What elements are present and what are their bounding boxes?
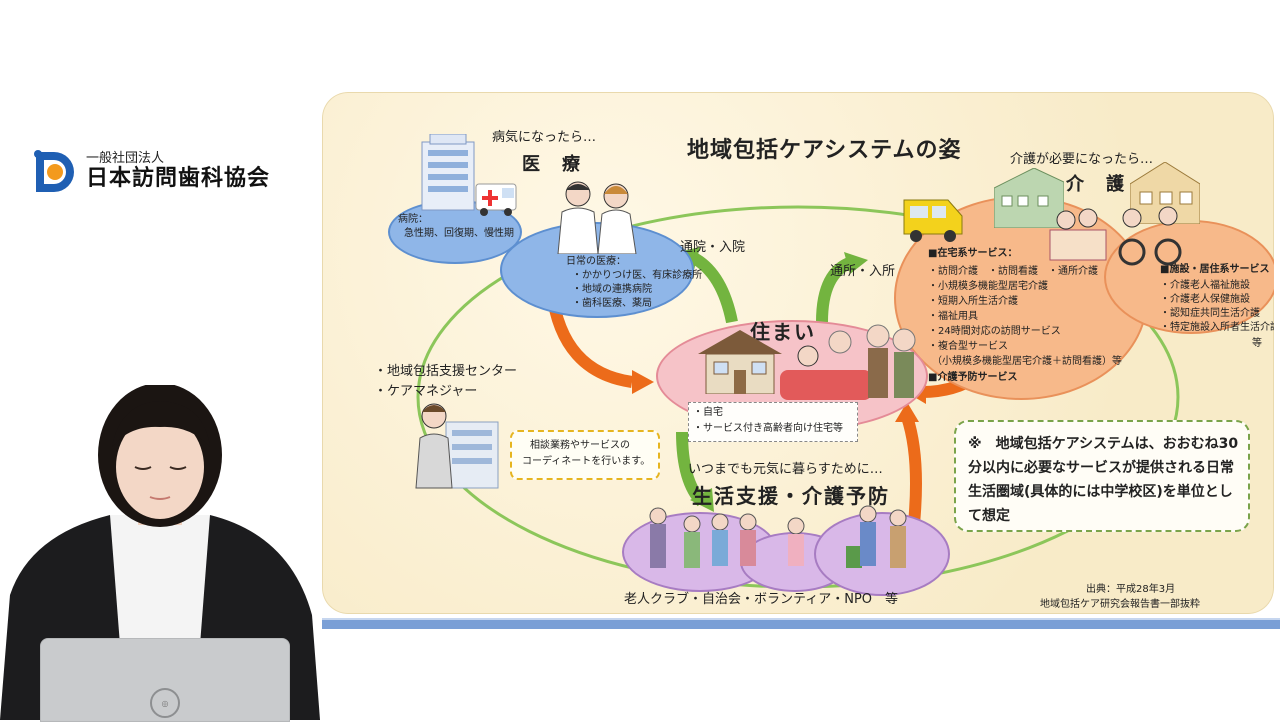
- logo-mark-icon: [34, 150, 78, 194]
- care-facility-building-icon: [993, 167, 1065, 232]
- nursing-home-building-icon: [1129, 161, 1201, 228]
- care-manager-label: ・ケアマネジャー: [374, 384, 478, 399]
- home-service-3: ・短期入所生活介護: [928, 296, 1018, 307]
- doctors-icon: [550, 178, 646, 258]
- facility-service-5: 等: [1252, 338, 1262, 349]
- daily-medical-item-2: ・地域の連携病院: [572, 284, 652, 295]
- home-service-8: ■介護予防サービス: [928, 372, 1018, 383]
- slide-bottom-bar: [322, 620, 1280, 629]
- hospital-label: 病院：: [398, 214, 428, 225]
- care-van-icon: [900, 190, 966, 246]
- facility-service-1: ・介護老人福祉施設: [1160, 280, 1250, 291]
- care-area-note: ※ 地域包括ケアシステムは、おおむね30分以内に必要なサービスが提供される日常生…: [954, 420, 1250, 532]
- family-icon: [778, 318, 922, 412]
- home-service-1: ・訪問介護 ・訪問看護 ・通所介護: [928, 266, 1098, 277]
- house-icon: [698, 330, 782, 398]
- org-logo: 一般社団法人 日本訪問歯科協会: [34, 150, 270, 194]
- support-center-label: ・地域包括支援センター: [374, 364, 518, 379]
- slide-bottom-highlight: [322, 618, 1280, 620]
- coordinate-note-0: 相談業務やサービスの: [530, 440, 630, 451]
- facility-service-2: ・介護老人保健施設: [1160, 294, 1250, 305]
- care-area-note-text: ※ 地域包括ケアシステムは、おおむね30分以内に必要なサービスが提供される日常生…: [968, 436, 1239, 524]
- facility-service-3: ・認知症共同生活介護: [1160, 308, 1260, 319]
- ambulance-icon: [474, 176, 518, 222]
- home-service-0: ■在宅系サービス：: [928, 248, 1018, 259]
- life-support-pre: いつまでも元気に暮らすために…: [688, 462, 883, 477]
- daily-medical-ellipse: [500, 222, 694, 318]
- seniors-club-icon: [636, 502, 936, 586]
- slide-title: 地域包括ケアシステムの姿: [687, 138, 962, 163]
- medical-heading: 医 療: [522, 154, 582, 175]
- home-types-box: ・自宅 ・サービス付き高齢者向け住宅等: [688, 402, 858, 442]
- facility-service-4: ・特定施設入所者生活介護: [1160, 322, 1274, 333]
- home-label: 住まい: [750, 320, 816, 344]
- coordinate-note-box: 相談業務やサービスの コーディネートを行います。: [510, 430, 660, 480]
- home-service-5: ・24時間対応の訪問サービス: [928, 326, 1061, 337]
- coordinate-note-1: コーディネートを行います。: [522, 456, 651, 467]
- hospital-types: 急性期、回復期、慢性期: [404, 228, 514, 239]
- home-type-1: ・サービス付き高齢者向け住宅等: [693, 423, 843, 434]
- daily-medical-item-1: ・かかりつけ医、有床診療所: [572, 270, 703, 281]
- hospital-arrow-label: 通院・入院: [680, 240, 746, 255]
- daycare-arrow-label: 通所・入所: [830, 264, 896, 279]
- care-system-slide: 地域包括ケアシステムの姿 病院： 急性期、回復期、慢性期 日常の医療： ・かかり…: [322, 92, 1274, 614]
- npo-ellipse: [814, 512, 950, 596]
- home-service-4: ・福祉用具: [928, 311, 978, 322]
- home-service-2: ・小規模多機能型居宅介護: [928, 281, 1048, 292]
- caregivers-icon: [1040, 200, 1190, 274]
- org-name: 日本訪問歯科協会: [86, 166, 271, 191]
- home-service-6: ・複合型サービス: [928, 341, 1008, 352]
- hospital-building-icon: [418, 133, 478, 216]
- community-groups-label: 老人クラブ・自治会・ボランティア・NPO 等: [624, 592, 899, 607]
- daily-medical-label: 日常の医療：: [566, 256, 626, 267]
- home-service-7: （小規模多機能型居宅介護＋訪問看護）等: [932, 356, 1122, 367]
- medical-heading-pre: 病気になったら…: [492, 130, 597, 145]
- source-line-0: 出典：平成28年3月: [1086, 584, 1176, 595]
- care-manager-icon: [412, 398, 502, 494]
- daily-medical-item-3: ・歯科医療、薬局: [572, 298, 652, 309]
- life-support-heading: 生活支援・介護予防: [692, 484, 890, 508]
- home-type-0: ・自宅: [693, 407, 723, 418]
- hospital-ellipse: [388, 200, 522, 264]
- laptop-logo-icon: ◎: [150, 688, 180, 718]
- care-heading-pre: 介護が必要になったら…: [1010, 152, 1154, 167]
- care-heading: 介 護: [1066, 174, 1126, 195]
- source-line-1: 地域包括ケア研究会報告書一部抜粋: [1040, 599, 1200, 610]
- facility-service-0: ■施設・居住系サービス: [1160, 264, 1270, 275]
- org-type-label: 一般社団法人: [86, 151, 165, 166]
